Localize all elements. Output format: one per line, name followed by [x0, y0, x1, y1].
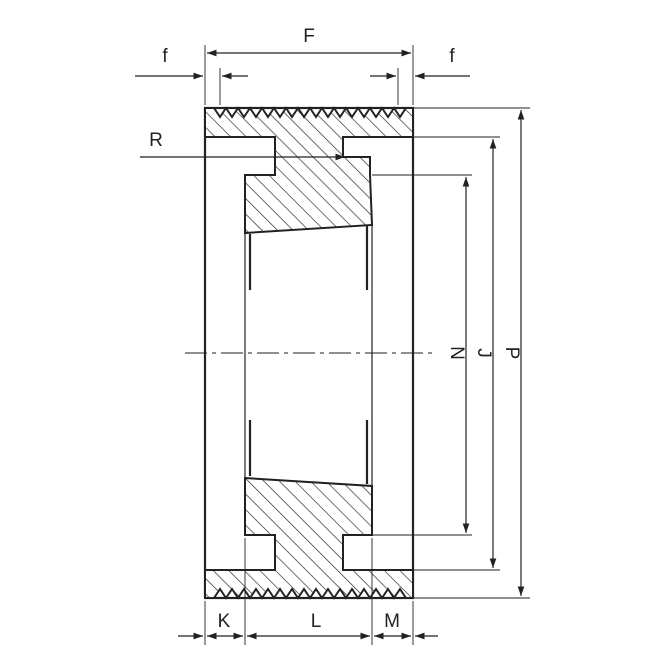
dimension-f-left: f: [135, 46, 248, 80]
label-R: R: [149, 130, 163, 151]
dimension-J: J: [473, 139, 497, 568]
dimension-R: R: [140, 130, 345, 161]
label-K: K: [218, 611, 231, 632]
label-N: N: [446, 346, 467, 360]
dimension-f-right: f: [370, 46, 470, 80]
label-F: F: [303, 26, 315, 47]
upper-hatched-section: [204, 106, 414, 235]
dimension-M: M: [374, 611, 438, 640]
dimension-L: L: [247, 611, 370, 640]
label-f-left: f: [162, 46, 168, 67]
lower-hatched-section: [204, 476, 414, 600]
label-M: M: [384, 611, 400, 632]
label-L: L: [311, 611, 322, 632]
extension-lines: [204, 45, 530, 645]
dimension-P: P: [501, 110, 525, 596]
dimension-N: N: [446, 177, 470, 533]
dimension-F: F: [207, 26, 411, 57]
label-J: J: [473, 348, 494, 358]
label-P: P: [501, 347, 522, 360]
bore: [244, 225, 373, 486]
dimension-K: K: [178, 611, 243, 640]
label-f-right: f: [449, 46, 455, 67]
